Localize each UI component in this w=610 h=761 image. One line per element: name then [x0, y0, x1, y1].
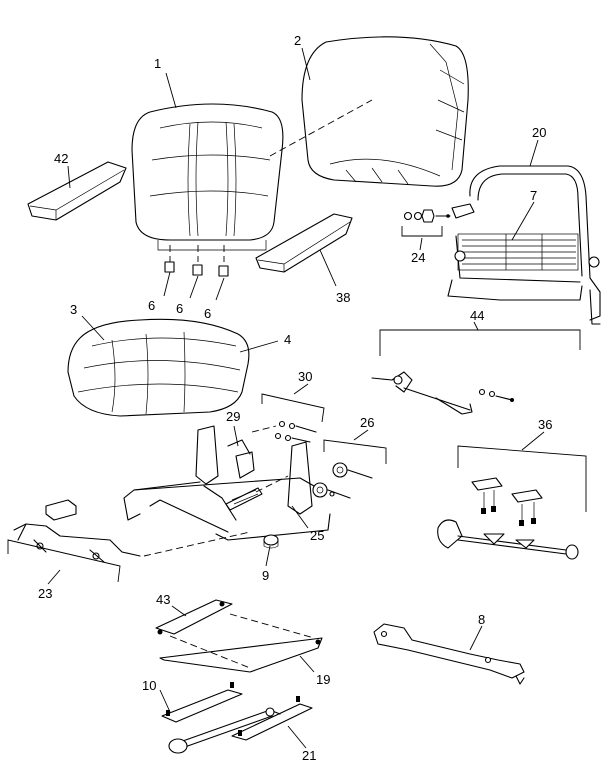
callout-23: 23 [38, 586, 52, 601]
callout-8: 8 [478, 612, 485, 627]
callout-6-right: 6 [204, 306, 211, 321]
seat-back-cover [269, 36, 469, 187]
callout-30: 30 [298, 369, 312, 384]
seat-cushion [67, 318, 250, 417]
seat-back-cushion [131, 103, 284, 251]
bracket-bolts [227, 420, 317, 455]
callout-1: 1 [154, 56, 161, 71]
callout-38: 38 [336, 290, 350, 305]
cushion-clips [164, 245, 229, 277]
callout-44: 44 [470, 308, 484, 323]
seat-base-frame [123, 425, 331, 541]
seat-back-frame [447, 165, 601, 325]
callout-26: 26 [360, 415, 374, 430]
callout-29: 29 [226, 409, 240, 424]
callout-21: 21 [302, 748, 316, 761]
callout-7: 7 [530, 188, 537, 203]
frame-hardware [403, 203, 475, 223]
callout-2: 2 [294, 33, 301, 48]
callout-6-middle: 6 [176, 301, 183, 316]
cross-bar [373, 623, 525, 685]
callout-9: 9 [262, 568, 269, 583]
adjustment-lever [437, 477, 579, 560]
callout-4: 4 [284, 332, 291, 347]
lower-slide-rails [161, 682, 313, 754]
release-linkage [13, 523, 251, 563]
callout-36: 36 [538, 417, 552, 432]
callout-42: 42 [54, 151, 68, 166]
leader-lines [47, 47, 545, 749]
callout-19: 19 [316, 672, 330, 687]
callout-10: 10 [142, 678, 156, 693]
left-armrest [27, 161, 127, 221]
spacer-plate [45, 499, 77, 521]
right-armrest [255, 213, 353, 273]
upper-slide-rails [155, 599, 323, 673]
callout-24: 24 [411, 250, 425, 265]
callout-numbers: 1 2 3 4 6 6 6 7 8 9 10 19 20 21 23 24 25… [38, 33, 552, 761]
pivot-hardware [312, 462, 373, 499]
callout-20: 20 [532, 125, 546, 140]
bushing [263, 534, 279, 549]
cable-assembly [371, 371, 514, 415]
callout-43: 43 [156, 592, 170, 607]
callout-6-left: 6 [148, 298, 155, 313]
callout-3: 3 [70, 302, 77, 317]
group-brackets [7, 226, 587, 583]
callout-25: 25 [310, 528, 324, 543]
